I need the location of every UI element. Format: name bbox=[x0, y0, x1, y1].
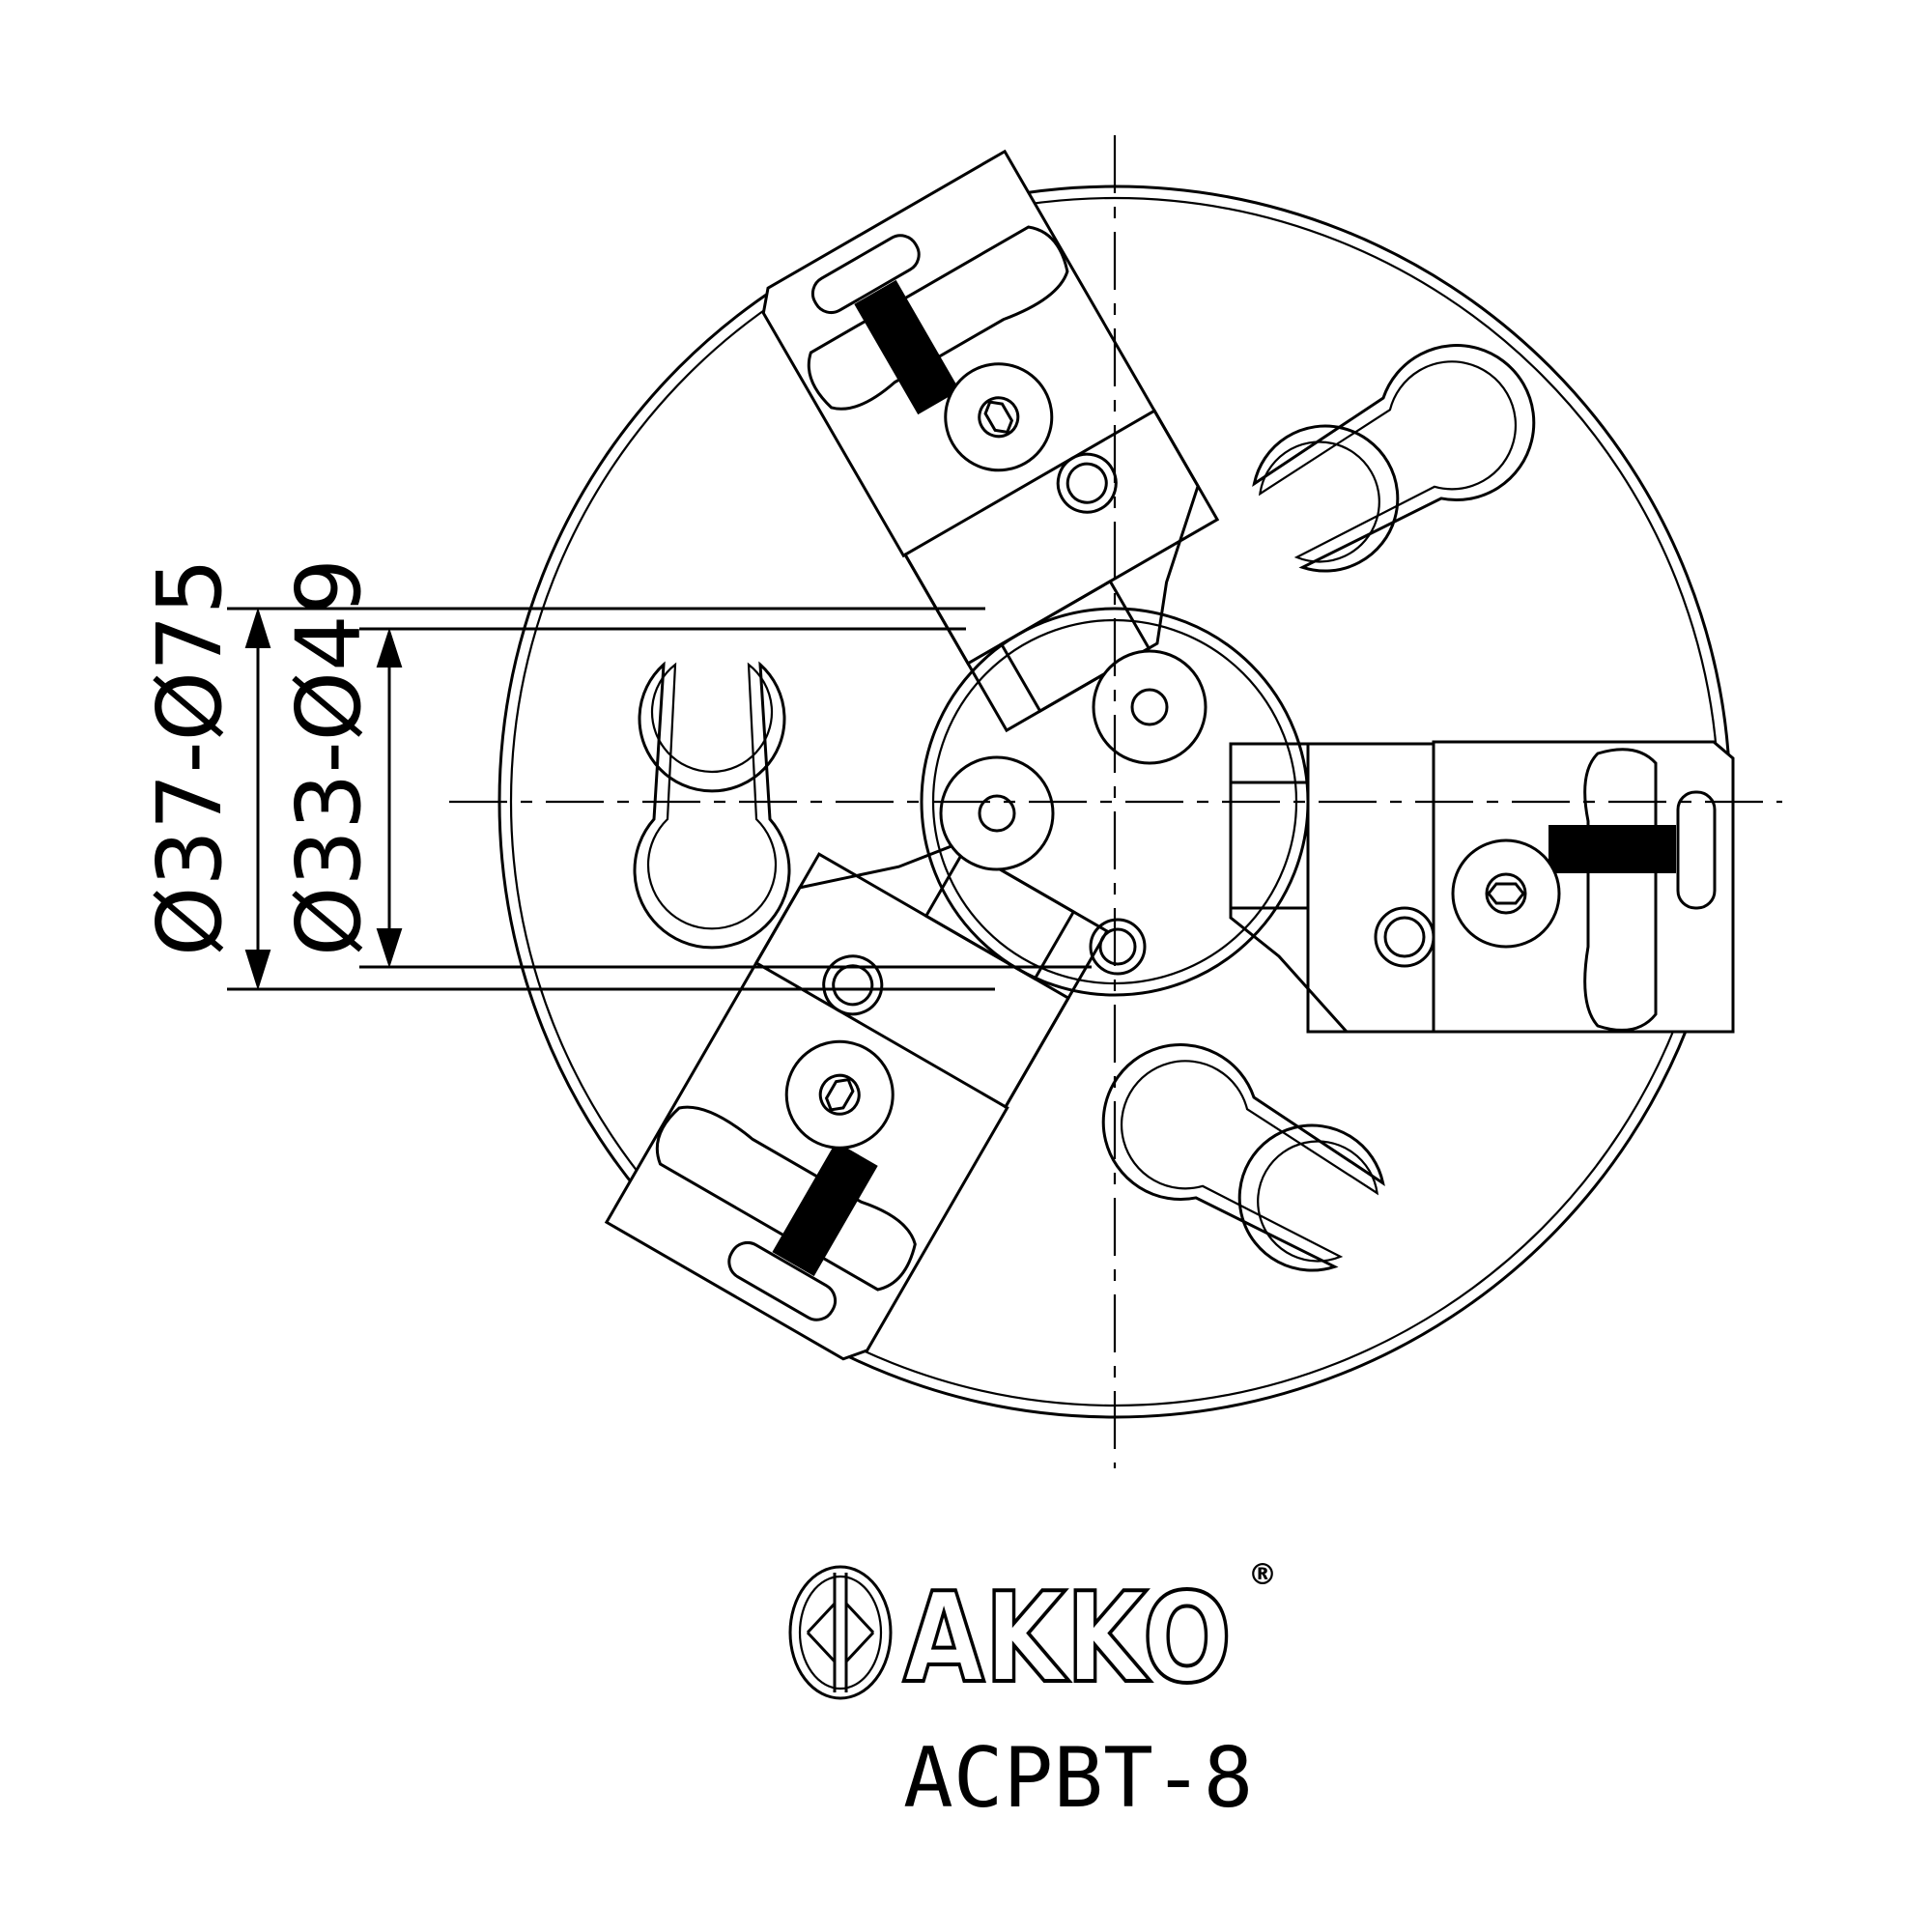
hex-screw bbox=[1092, 649, 1208, 765]
dimension-inner: Ø33-Ø49 bbox=[277, 558, 1092, 969]
dimension-label-inner: Ø33-Ø49 bbox=[277, 558, 381, 956]
model-number: ACPBT-8 bbox=[903, 1730, 1253, 1827]
dimension-outer: Ø37-Ø75 bbox=[138, 558, 995, 991]
dimension-label-outer: Ø37-Ø75 bbox=[138, 558, 242, 956]
hex-screw bbox=[939, 755, 1055, 871]
mounting-slot bbox=[1237, 315, 1564, 594]
akko-logo-emblem bbox=[788, 1565, 893, 1700]
center-bore bbox=[920, 607, 1310, 997]
jaw-lower-left bbox=[605, 785, 1111, 1369]
mounting-slot bbox=[1073, 1014, 1400, 1293]
mounting-slot bbox=[633, 663, 791, 950]
registered-mark: ® bbox=[1248, 1558, 1277, 1592]
akko-logo-text: AKKO bbox=[903, 1567, 1232, 1711]
